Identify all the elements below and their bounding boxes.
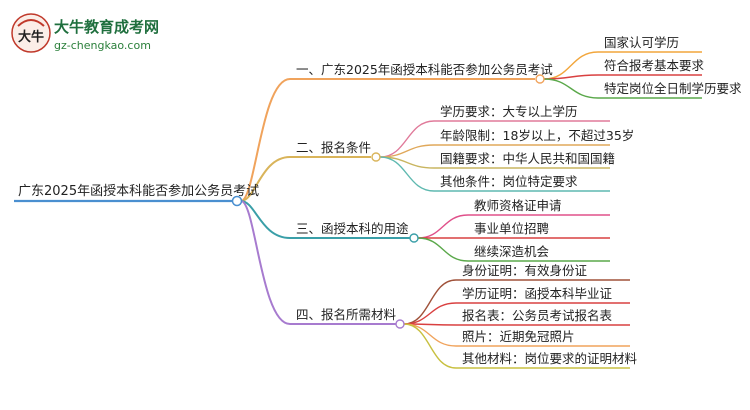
- leaf-connector: [403, 323, 457, 369]
- leaf-connector: [543, 78, 599, 99]
- branch-node: 四、报名所需材料: [296, 307, 397, 322]
- branch-connector: [240, 200, 291, 239]
- leaf-connector: [417, 214, 469, 239]
- branch-connector: [240, 200, 291, 325]
- leaf-node: 事业单位招聘: [474, 221, 550, 236]
- branch-junction: [371, 152, 381, 162]
- branch-junction: [395, 319, 405, 329]
- leaf-node: 年龄限制：18岁以上，不超过35岁: [440, 128, 635, 143]
- branch-junction: [535, 74, 545, 84]
- leaf-connector: [417, 237, 469, 262]
- leaf-connector: [403, 323, 457, 347]
- logo-mark-icon: 大牛: [11, 13, 51, 53]
- root-junction: [231, 195, 243, 207]
- leaf-node: 特定岗位全日制学历要求: [604, 81, 742, 96]
- branch-node: 三、函授本科的用途: [296, 221, 409, 236]
- root-node: 广东2025年函授本科能否参加公务员考试: [18, 184, 260, 199]
- logo-mark-text: 大牛: [18, 29, 44, 45]
- branch-node: 一、广东2025年函授本科能否参加公务员考试: [296, 62, 553, 77]
- leaf-connector: [403, 279, 457, 325]
- branch-connector: [240, 156, 291, 202]
- leaf-node: 报名表：公务员考试报名表: [462, 308, 613, 323]
- branch-connector: [240, 78, 291, 202]
- leaf-node: 其他条件：岗位特定要求: [440, 174, 578, 189]
- leaf-node: 其他材料：岗位要求的证明材料: [462, 351, 638, 366]
- leaf-node: 教师资格证申请: [474, 198, 562, 213]
- leaf-connector: [403, 302, 457, 325]
- leaf-node: 身份证明：有效身份证: [462, 263, 588, 278]
- leaf-node: 学历证明：函授本科毕业证: [462, 286, 613, 301]
- leaf-connector: [379, 156, 435, 192]
- logo-title: 大牛教育成考网: [54, 18, 160, 36]
- leaf-node: 学历要求：大专以上学历: [440, 104, 578, 119]
- leaf-node: 国籍要求：中华人民共和国国籍: [440, 151, 616, 166]
- site-logo[interactable]: 大牛 大牛教育成考网 gz-chengkao.com: [10, 8, 180, 60]
- logo-url: gz-chengkao.com: [54, 39, 151, 52]
- leaf-node: 继续深造机会: [474, 244, 550, 259]
- leaf-node: 符合报考基本要求: [604, 58, 705, 73]
- leaf-node: 照片：近期免冠照片: [462, 329, 575, 344]
- branch-node: 二、报名条件: [296, 140, 372, 155]
- branch-junction: [409, 233, 419, 243]
- leaf-node: 国家认可学历: [604, 35, 680, 50]
